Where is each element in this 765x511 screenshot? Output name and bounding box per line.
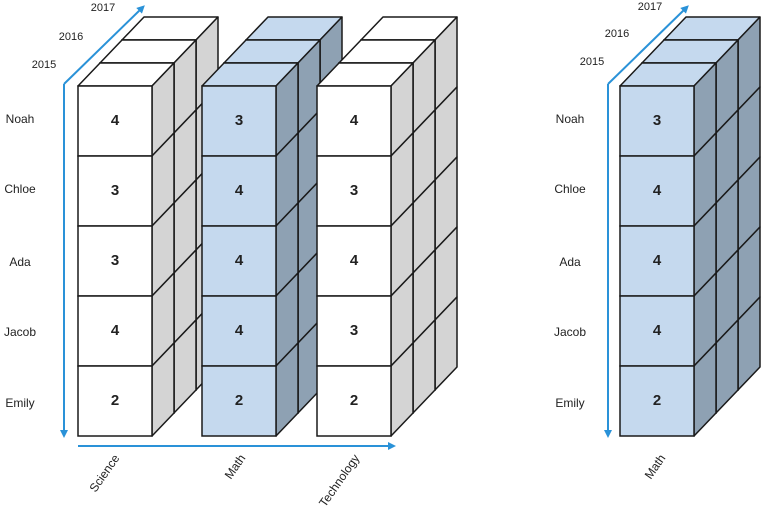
year-label-2016: 2016 xyxy=(59,31,83,43)
slice-row-label-ada: Ada xyxy=(559,255,581,269)
cube-axes xyxy=(60,5,396,450)
cube-technology-cell-2015-0 xyxy=(316,85,392,157)
cube-science-cell-2015-2 xyxy=(77,225,153,297)
slice-year-label-2016: 2016 xyxy=(605,28,629,40)
slice-math-value-emily: 2 xyxy=(653,392,661,409)
slice-blocks: 3 4 4 4 2 xyxy=(619,16,761,437)
subject-label-science: Science xyxy=(86,451,122,494)
slice-year-axis-arrow xyxy=(607,5,689,85)
cube-technology-value-emily: 2 xyxy=(350,392,358,409)
cube-blocks: 4 3 3 4 2 3 4 4 4 2 4 3 4 3 2 xyxy=(77,16,458,437)
cube-math-value-jacob: 4 xyxy=(235,322,244,339)
cube-science-value-emily: 2 xyxy=(111,392,119,409)
cube-technology-value-ada: 4 xyxy=(350,252,359,269)
cube-science-value-noah: 4 xyxy=(111,112,120,129)
slice-year-label-2017: 2017 xyxy=(638,1,662,13)
slice-year-label-2015: 2015 xyxy=(580,56,604,68)
cube-math-value-noah: 3 xyxy=(235,112,243,129)
slice-math-value-jacob: 4 xyxy=(653,322,662,339)
cube-science-value-jacob: 4 xyxy=(111,322,120,339)
row-labels: Noah Chloe Ada Jacob Emily xyxy=(4,112,36,410)
row-label-chloe: Chloe xyxy=(4,182,36,196)
year-axis-arrow xyxy=(63,5,145,85)
subject-label-math: Math xyxy=(222,452,249,482)
cube-technology-value-noah: 4 xyxy=(350,112,359,129)
year-label-2015: 2015 xyxy=(32,59,56,71)
slice-math-cell-2015-4 xyxy=(619,365,695,437)
slice-row-label-emily: Emily xyxy=(555,396,584,410)
cube-technology-cell-2015-1 xyxy=(316,155,392,227)
cube-math-value-emily: 2 xyxy=(235,392,243,409)
cube-math-cell-2015-3 xyxy=(201,295,277,367)
slice-year-labels: 2015 2016 2017 xyxy=(580,1,662,68)
slice-math-value-ada: 4 xyxy=(653,252,662,269)
year-labels: 2015 2016 2017 xyxy=(32,2,115,71)
slice-row-label-noah: Noah xyxy=(556,112,585,126)
slice-math-cell-2015-1 xyxy=(619,155,695,227)
cube-science-cell-2015-0 xyxy=(77,85,153,157)
row-label-ada: Ada xyxy=(9,255,31,269)
slice-subject-label-math: Math xyxy=(642,452,669,482)
cube-math-cell-2015-4 xyxy=(201,365,277,437)
cube-math-value-chloe: 4 xyxy=(235,182,244,199)
slice-math-stack: 3 4 4 4 2 xyxy=(619,16,761,437)
row-label-emily: Emily xyxy=(5,396,34,410)
slice-axes xyxy=(604,5,689,438)
cube-science-value-ada: 3 xyxy=(111,252,119,269)
slice-math-value-noah: 3 xyxy=(653,112,661,129)
cube-math-value-ada: 4 xyxy=(235,252,244,269)
subject-label-technology: Technology xyxy=(316,452,362,510)
subject-labels: Science Math Technology xyxy=(86,451,362,509)
cube-technology-stack: 4 3 4 3 2 xyxy=(316,16,458,437)
cube-science-cell-2015-1 xyxy=(77,155,153,227)
cube-technology-value-chloe: 3 xyxy=(350,182,358,199)
row-label-noah: Noah xyxy=(6,112,35,126)
slice-row-labels: Noah Chloe Ada Jacob Emily xyxy=(554,112,586,410)
slice-math-cell-2015-2 xyxy=(619,225,695,297)
slice-row-label-jacob: Jacob xyxy=(554,325,586,339)
cube-science-cell-2015-4 xyxy=(77,365,153,437)
slice-math-value-chloe: 4 xyxy=(653,182,662,199)
cube-science-value-chloe: 3 xyxy=(111,182,119,199)
cube-math-cell-2015-2 xyxy=(201,225,277,297)
cube-technology-cell-2015-3 xyxy=(316,295,392,367)
math-slice-panel: 3 4 4 4 2 Noah Chloe Ada Jacob Emily 2015 20… xyxy=(554,1,761,482)
slice-row-label-chloe: Chloe xyxy=(554,182,586,196)
cube-math-cell-2015-0 xyxy=(201,85,277,157)
cube-technology-value-jacob: 3 xyxy=(350,322,358,339)
year-label-2017: 2017 xyxy=(91,2,115,14)
cube-technology-cell-2015-4 xyxy=(316,365,392,437)
cube-science-stack: 4 3 3 4 2 xyxy=(77,16,219,437)
full-cube-panel: 4 3 3 4 2 3 4 4 4 2 4 3 4 3 2 Noah Chloe Ada Jacob Emi… xyxy=(4,2,458,509)
row-label-jacob: Jacob xyxy=(4,325,36,339)
